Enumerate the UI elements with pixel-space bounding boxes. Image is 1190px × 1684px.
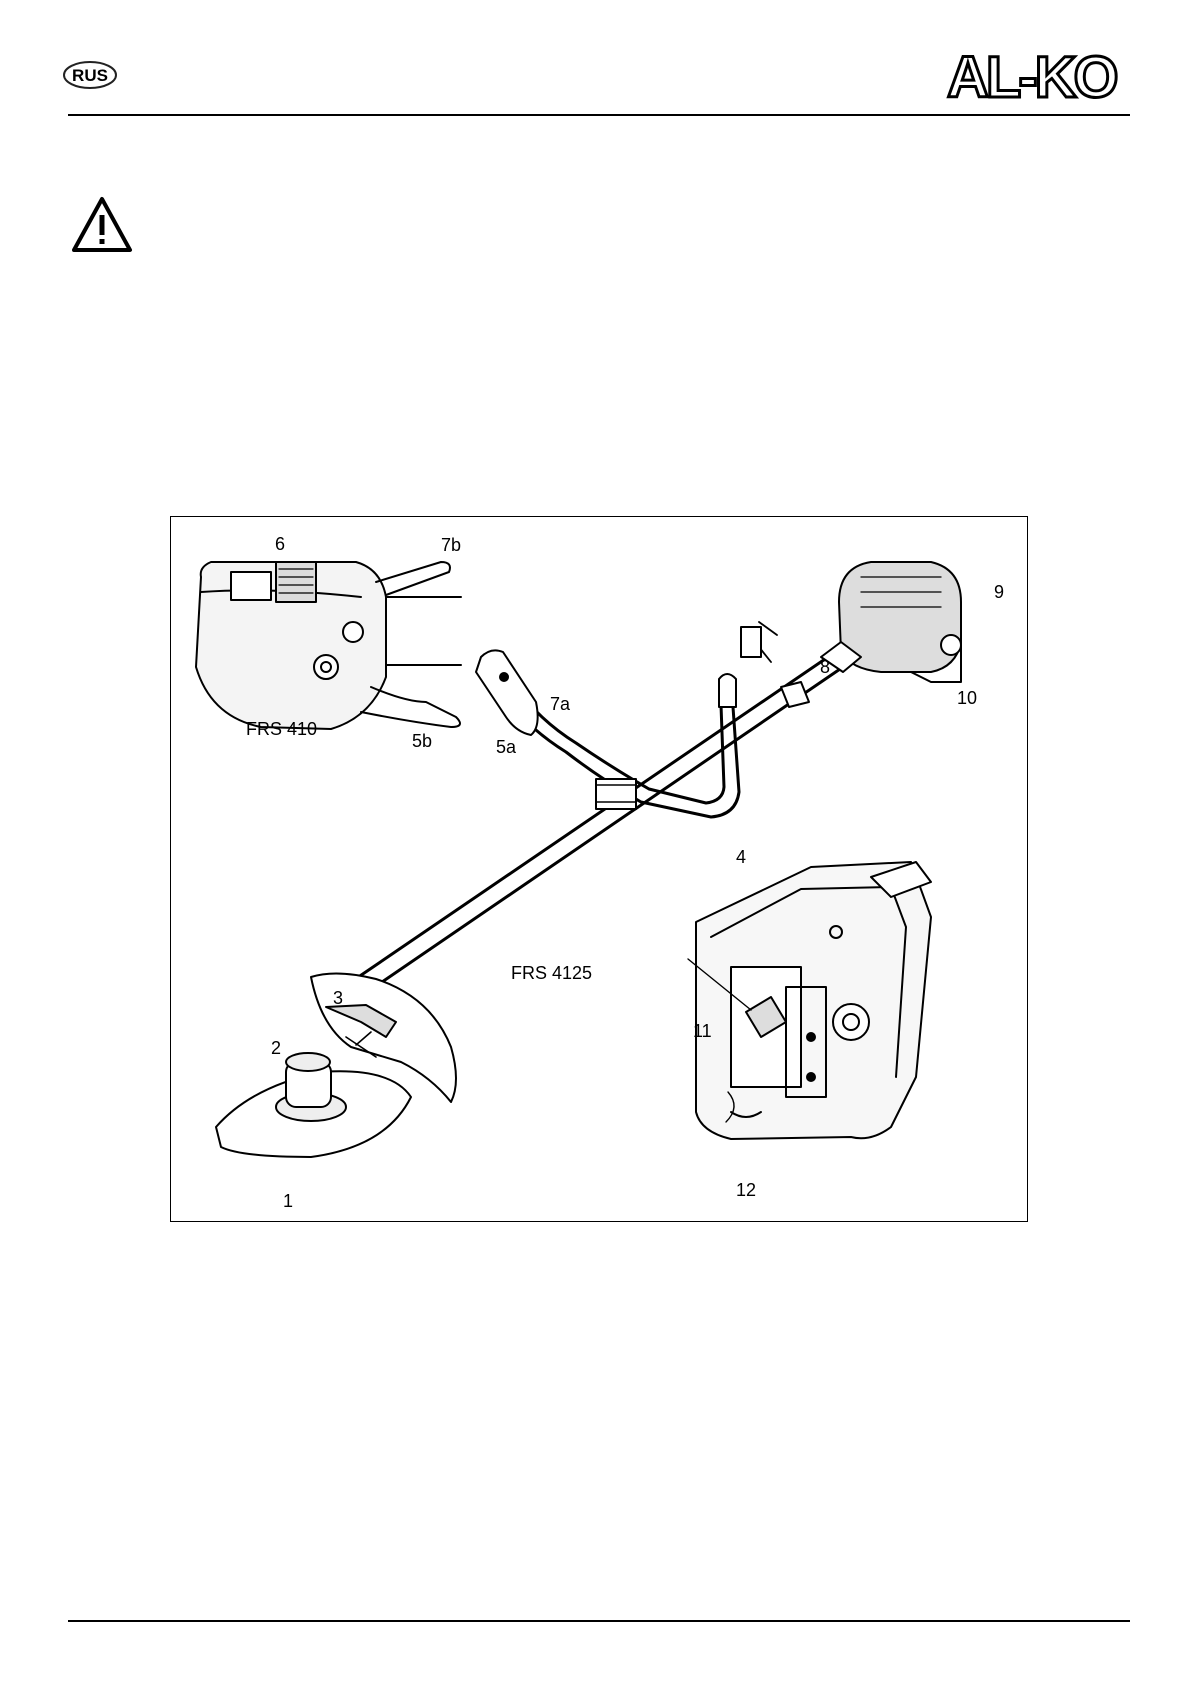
footer-divider	[68, 1620, 1130, 1622]
callout-7a: 7a	[550, 694, 571, 714]
callout-4: 4	[736, 847, 747, 867]
callout-3: 3	[333, 988, 344, 1008]
callout-7b: 7b	[441, 535, 462, 555]
callout-1: 1	[283, 1191, 294, 1211]
cutting-head-drawing	[215, 972, 457, 1158]
callout-5a: 5a	[496, 737, 517, 757]
model-label-frs-410: FRS 410	[246, 719, 318, 739]
callout-12: 12	[736, 1180, 757, 1200]
warning-triangle-icon	[70, 195, 134, 255]
language-badge: RUS	[62, 60, 118, 90]
handlebar-drawing	[475, 649, 741, 819]
callout-5b: 5b	[412, 731, 433, 751]
engine-drawing	[740, 561, 962, 708]
callout-6: 6	[275, 534, 286, 554]
brand-wordmark: AL-KO	[947, 45, 1117, 107]
handle-inset-drawing	[195, 561, 462, 730]
shaft-drawing	[349, 653, 845, 997]
carburettor-inset-drawing	[695, 861, 932, 1140]
callout-9: 9	[994, 582, 1005, 602]
callout-10: 10	[957, 688, 978, 708]
model-label-frs-4125: FRS 4125	[511, 963, 593, 983]
callout-2: 2	[271, 1038, 282, 1058]
language-code: RUS	[72, 66, 108, 85]
callout-11-leader	[687, 958, 752, 1011]
parts-illustration	[195, 561, 962, 1158]
callout-8: 8	[820, 657, 831, 677]
brand-logo: AL-KO	[945, 44, 1135, 112]
header-divider	[68, 114, 1130, 116]
callout-12-leader	[725, 1091, 735, 1123]
parts-diagram: FRS 410 FRS 4125 1 2 3 4 5a 5b 6 7a 7b 8…	[170, 516, 1028, 1222]
callout-11: 11	[693, 1021, 712, 1041]
